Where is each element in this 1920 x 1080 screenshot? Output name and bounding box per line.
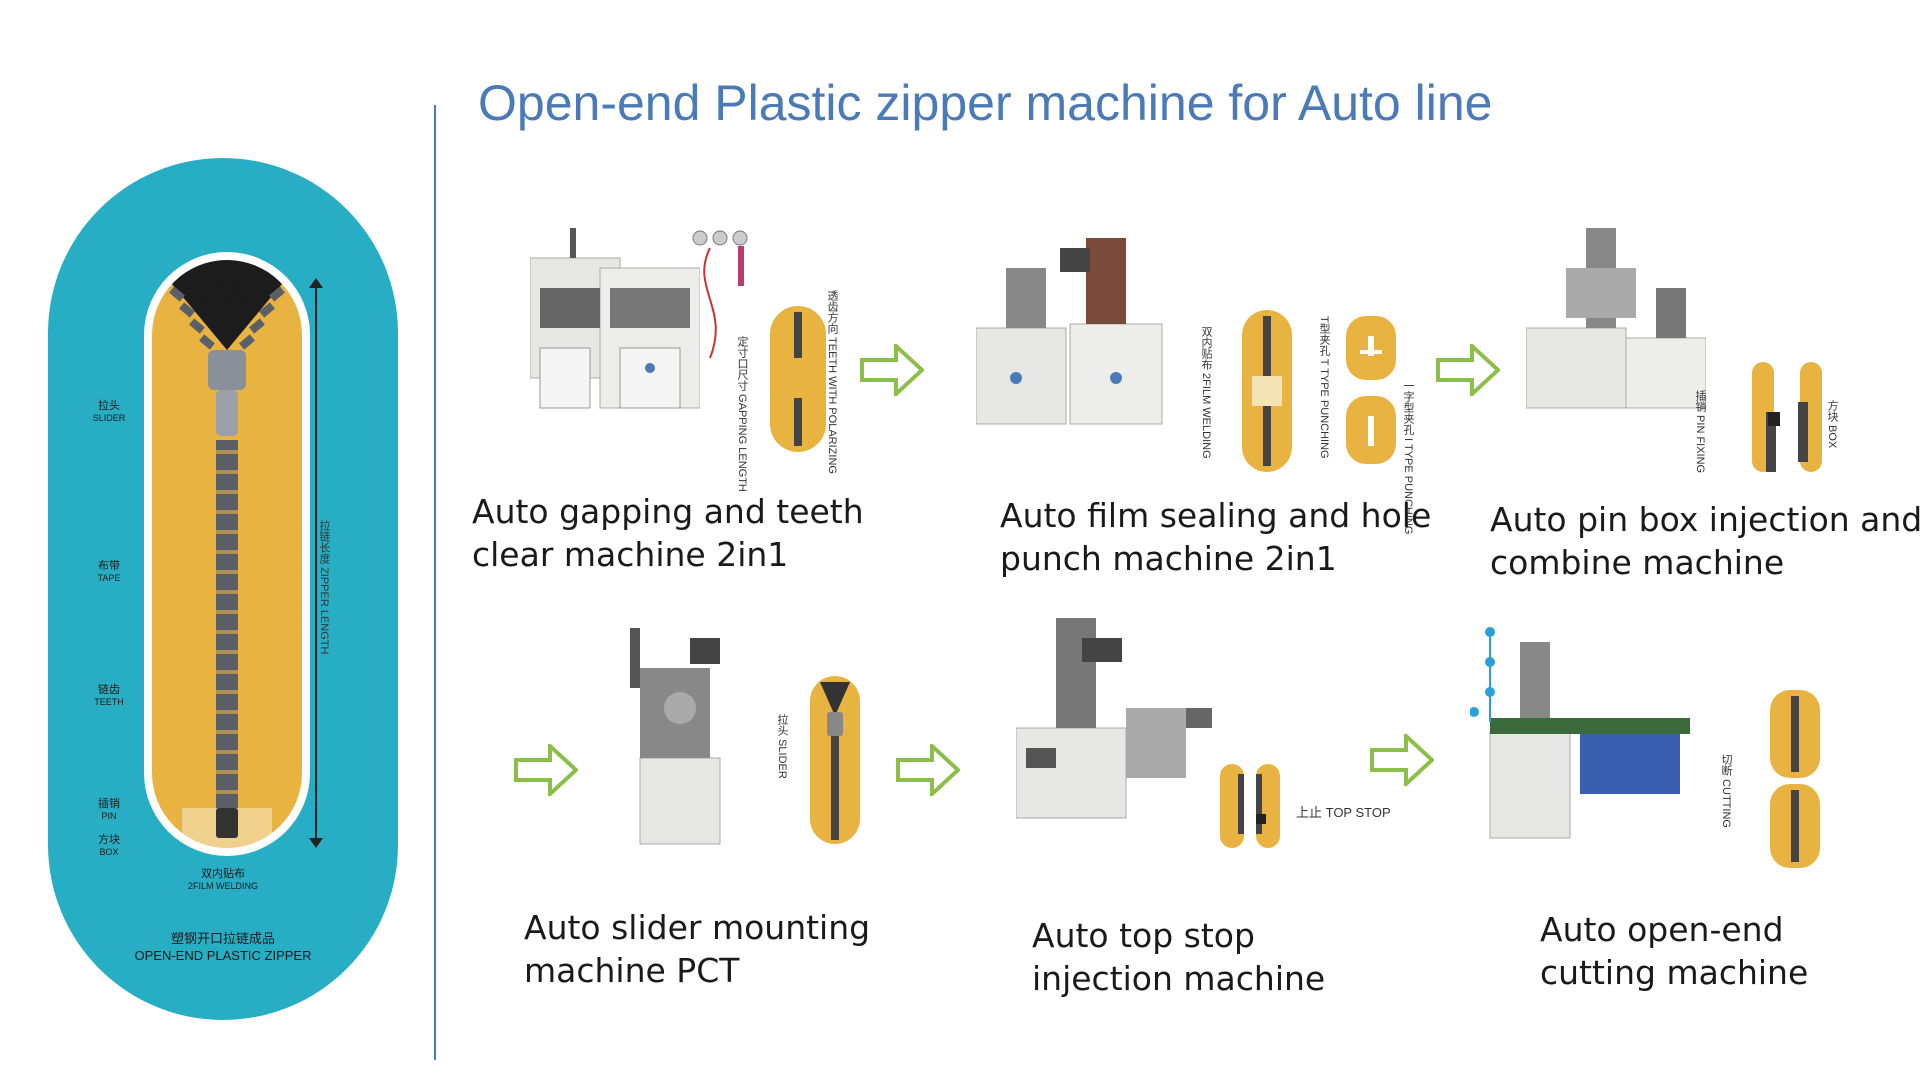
zipper-sample-cutting: [1770, 690, 1820, 868]
step-label-top-stop: Auto top stop injection machine: [1032, 916, 1326, 998]
zipper-sample-gapping: [770, 306, 826, 452]
zipper-sample-top-stop: [1220, 764, 1280, 848]
callout-teeth-polarizing: 透齿方向 TEETH WITH POLARIZING: [826, 290, 838, 474]
zipper-sample-punching: [1346, 316, 1396, 464]
zipper-sample-slider: [810, 676, 860, 844]
callout-gapping-length: 定寸口尺寸 GAPPING LENGTH: [736, 336, 748, 492]
callout-box: 方块 BOX: [1826, 400, 1838, 449]
machine-image-gapping: [530, 228, 700, 409]
zipper-sample-film-welding: [1242, 310, 1292, 472]
step-label-slider-mounting: Auto slider mounting machine PCT: [524, 908, 871, 990]
callout-t-punching: T型夹孔 T TYPE PUNCHING: [1318, 316, 1330, 459]
machine-image-open-end-cutting: [1470, 627, 1690, 839]
flow-arrow-1: [860, 344, 924, 396]
flow-arrow-2: [1436, 344, 1500, 396]
callout-2film-welding: 双内贴布 2FILM WELDING: [1200, 326, 1212, 459]
callout-top-stop: 上止 TOP STOP: [1296, 805, 1391, 820]
machine-accessory-gapping: [692, 230, 748, 359]
zipper-length-label: 拉链长度 ZIPPER LENGTH: [318, 520, 330, 655]
vertical-divider: [434, 105, 436, 1060]
flow-arrow-4: [896, 744, 960, 796]
machine-image-slider-mounting: [630, 628, 721, 845]
zipper-length-arrow: [309, 278, 323, 848]
machine-image-top-stop: [1016, 618, 1212, 819]
callout-i-punching: 一字型夹孔 I TYPE PUNCHING: [1402, 380, 1414, 535]
zipper-sample-pin-box: [1752, 362, 1822, 472]
callout-cutting: 切断 CUTTING: [1720, 754, 1732, 828]
machine-image-film-sealing: [976, 238, 1163, 425]
flow-arrow-5: [1370, 734, 1434, 786]
callout-slider: 拉头 SLIDER: [776, 714, 788, 779]
zipper-tape: [152, 260, 302, 848]
flow-arrow-3: [514, 744, 578, 796]
machine-image-pin-box: [1526, 228, 1706, 409]
callout-pin-fixing: 插销 PIN FIXING: [1694, 390, 1706, 474]
page-title: Open-end Plastic zipper machine for Auto…: [478, 75, 1493, 131]
